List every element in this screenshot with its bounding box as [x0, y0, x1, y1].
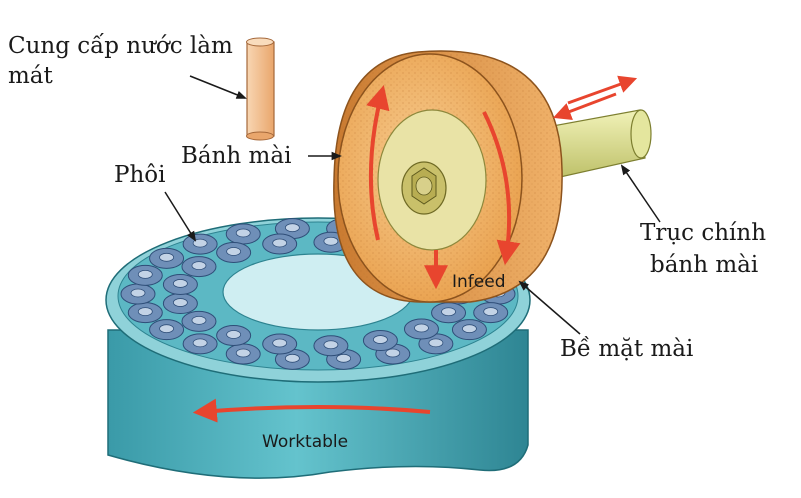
workpiece-hole [191, 315, 207, 325]
workpiece-hole [373, 335, 388, 344]
workpiece-hole [284, 353, 300, 363]
coolant-pipe [246, 37, 275, 141]
workpiece-hole [462, 324, 477, 334]
label-infeed: Infeed [452, 272, 506, 292]
label-coolant-line1: Cung cấp nước làm [8, 33, 233, 59]
workpiece-hole [226, 247, 242, 256]
workpiece-hole [159, 252, 174, 262]
workpiece-hole [441, 307, 456, 317]
workpiece-hole [192, 238, 208, 248]
label-coolant-line2: mát [8, 63, 53, 89]
workpiece-hole [172, 279, 188, 288]
rotation-arrows [192, 75, 638, 423]
label-spindle-line1: Trục chính [640, 220, 767, 246]
label-worktable: Worktable [262, 432, 349, 452]
workpiece-hole [323, 236, 339, 246]
workpiece-hole [272, 338, 288, 348]
workpiece-hole [336, 353, 352, 363]
workpiece-hole [137, 270, 153, 279]
workpiece-hole [191, 261, 207, 271]
workpiece-hole [235, 348, 251, 358]
workpiece-hole [192, 338, 208, 348]
workpiece-hole [323, 340, 339, 350]
workpiece-hole [284, 223, 300, 233]
workpiece-hole [385, 348, 401, 358]
workpiece-hole [130, 288, 146, 298]
label-grinding-surface: Bề mặt mài [560, 336, 694, 362]
workpiece-hole [226, 330, 242, 339]
workpiece-hole [428, 338, 444, 348]
workpiece-hole [172, 298, 188, 307]
workpiece-hole [483, 307, 499, 316]
label-grinding-wheel: Bánh mài [181, 143, 292, 169]
grinding-wheel [333, 50, 563, 303]
workpiece-hole [235, 228, 251, 238]
workpiece-hole [159, 324, 174, 334]
workpiece-hole [414, 323, 429, 333]
workpiece-hole [272, 238, 288, 248]
label-workpiece: Phôi [114, 162, 166, 188]
workpiece-hole [137, 307, 153, 316]
label-spindle-line2: bánh mài [650, 252, 759, 278]
leader-lines [164, 75, 661, 335]
